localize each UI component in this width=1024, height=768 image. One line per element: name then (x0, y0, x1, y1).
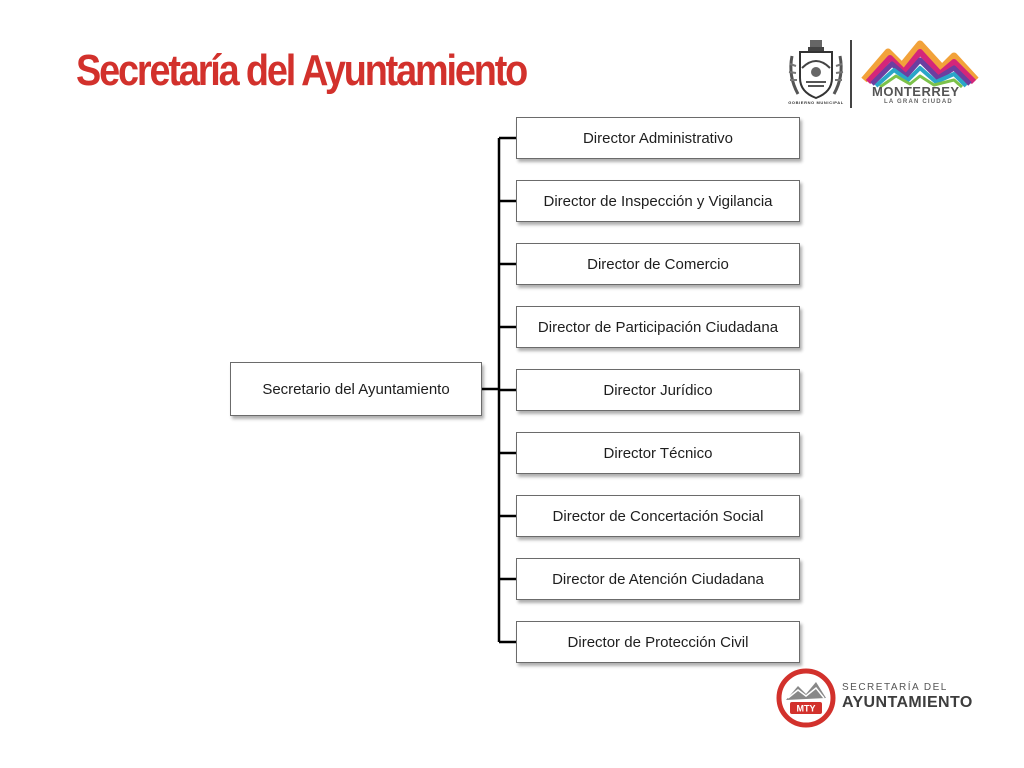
monterrey-mountain-icon (861, 40, 979, 88)
header-logos: GOBIERNO MUNICIPAL MONTERREY LA GRAN CIU… (784, 38, 984, 110)
city-name: MONTERREY (872, 84, 960, 99)
org-child-box: Director de Concertación Social (516, 495, 800, 537)
org-root-label: Secretario del Ayuntamiento (262, 380, 450, 398)
secretaria-emblem-icon: MTY (776, 668, 836, 728)
page-title: Secretaría del Ayuntamiento (76, 46, 528, 95)
city-tagline: LA GRAN CIUDAD (884, 99, 953, 105)
org-child-box: Director de Atención Ciudadana (516, 558, 800, 600)
emblem-text: MTY (797, 704, 816, 714)
coat-of-arms-icon (788, 40, 844, 100)
org-root-box: Secretario del Ayuntamiento (230, 362, 482, 416)
org-child-label: Director Administrativo (582, 129, 734, 147)
org-child-label: Director de Participación Ciudadana (537, 318, 779, 336)
logo-divider (850, 40, 852, 108)
org-child-label: Director de Inspección y Vigilancia (543, 192, 773, 210)
org-child-label: Director de Concertación Social (552, 507, 764, 525)
org-child-box: Director Jurídico (516, 369, 800, 411)
org-child-label: Director de Atención Ciudadana (552, 570, 764, 588)
escudo-caption: GOBIERNO MUNICIPAL (788, 100, 844, 105)
org-child-label: Director de Comercio (587, 255, 729, 273)
footer-line1: SECRETARÍA DEL (842, 682, 948, 693)
org-child-box: Director de Protección Civil (516, 621, 800, 663)
org-child-box: Director de Inspección y Vigilancia (516, 180, 800, 222)
org-child-label: Director Jurídico (603, 381, 713, 399)
org-child-box: Director Administrativo (516, 117, 800, 159)
footer-line2: AYUNTAMIENTO (842, 694, 973, 711)
org-child-box: Director de Comercio (516, 243, 800, 285)
org-child-box: Director de Participación Ciudadana (516, 306, 800, 348)
org-child-label: Director de Protección Civil (567, 633, 749, 651)
org-child-box: Director Técnico (516, 432, 800, 474)
org-child-label: Director Técnico (603, 444, 713, 462)
footer-logo: MTY SECRETARÍA DEL AYUNTAMIENTO (776, 668, 996, 730)
